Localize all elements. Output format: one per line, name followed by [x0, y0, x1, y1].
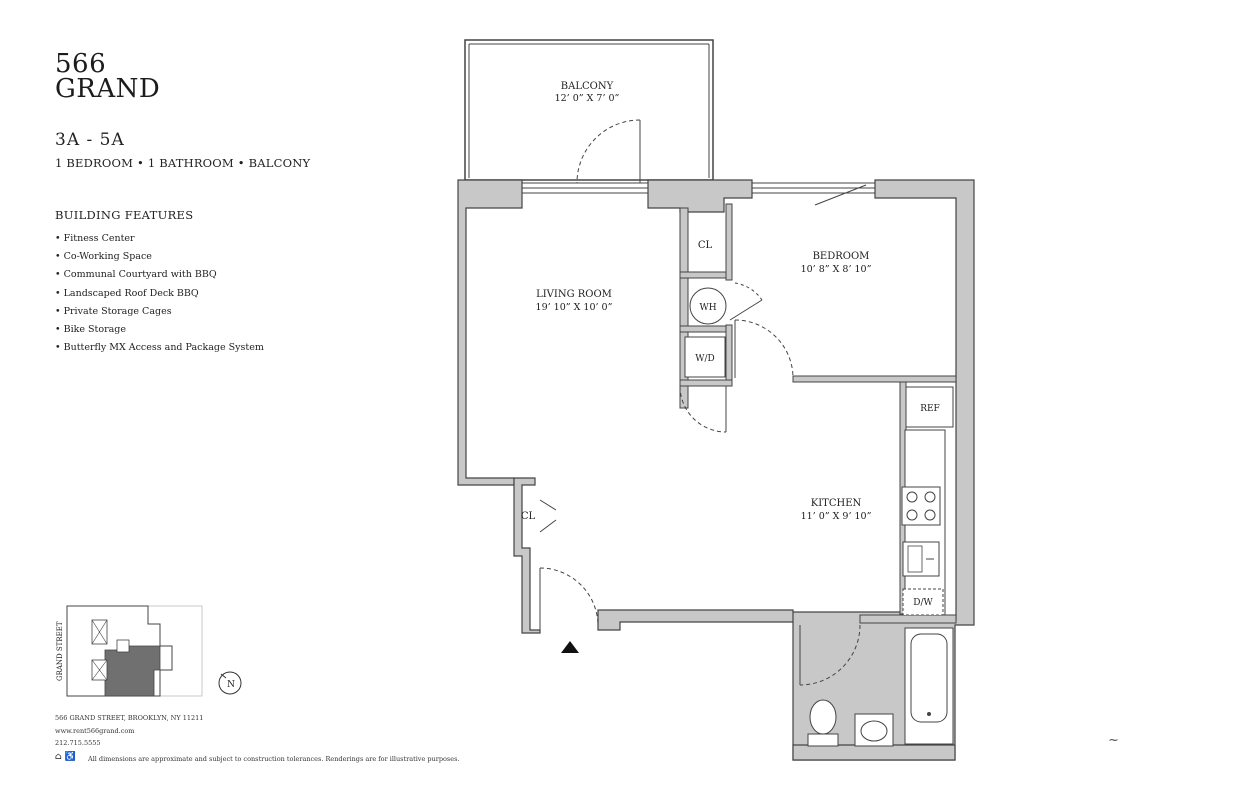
feature-item: • Fitness Center	[55, 233, 135, 244]
unit-summary: 1 BEDROOM • 1 BATHROOM • BALCONY	[55, 156, 311, 170]
entry-arrow-icon	[561, 641, 579, 653]
living-room-dims: 19’ 10” X 10’ 0”	[536, 302, 613, 313]
contact-block: 566 GRAND STREET, BROOKLYN, NY 11211 www…	[55, 712, 203, 750]
water-heater-label: WH	[699, 303, 716, 313]
feature-item: • Communal Courtyard with BBQ	[55, 269, 217, 281]
address: 566 GRAND STREET, BROOKLYN, NY 11211	[55, 714, 204, 722]
feature-item: • Bike Storage	[55, 324, 126, 336]
bathroom-sink	[854, 713, 894, 747]
dishwasher	[902, 588, 944, 616]
street-label: GRAND STREET	[56, 621, 64, 681]
exterior-walls	[457, 179, 975, 761]
north-arrow-icon	[218, 671, 242, 695]
kitchen-sink	[902, 541, 940, 577]
info-panel: 566 GRAND 3A - 5A 1 BEDROOM • 1 BATHROOM…	[55, 49, 415, 357]
bedroom-dims: 10’ 8” X 8’ 10”	[801, 264, 872, 275]
broker-logo-icon: ~	[1108, 733, 1119, 748]
dishwasher-label: D/W	[913, 598, 933, 608]
balcony-label: BALCONY	[561, 81, 614, 92]
phone: 212.715.5555	[55, 739, 101, 748]
kitchen-dims: 11’ 0” X 9’ 10”	[801, 511, 872, 522]
water-heater	[689, 287, 727, 325]
keyplan-unit	[104, 645, 161, 697]
balcony-dims: 12’ 0” X 7’ 0”	[555, 93, 620, 104]
washer-dryer-label: W/D	[695, 354, 715, 364]
north-label: N	[227, 680, 235, 690]
feature-item: • Landscaped Roof Deck BBQ	[55, 287, 199, 299]
doors	[539, 119, 867, 686]
feature-item: • Private Storage Cages	[55, 305, 172, 317]
stove	[901, 486, 941, 526]
refrigerator-label: REF	[920, 404, 940, 414]
features-list: • Fitness Center • Co-Working Space • Co…	[55, 230, 415, 357]
building-name: GRAND	[55, 74, 161, 104]
closet-label: CL	[698, 240, 713, 251]
key-plan	[66, 605, 203, 697]
interior-walls	[679, 203, 957, 624]
windows	[522, 182, 875, 194]
equal-housing-icon: ⌂ ♿	[55, 752, 76, 762]
closet-label: CL	[521, 511, 536, 522]
refrigerator	[905, 386, 954, 428]
unit-name: 3A - 5A	[55, 130, 125, 150]
feature-item: • Co-Working Space	[55, 251, 152, 263]
features-heading: BUILDING FEATURES	[55, 208, 194, 222]
toilet	[807, 699, 839, 747]
living-room-label: LIVING ROOM	[536, 289, 612, 300]
balcony-outline	[464, 39, 714, 181]
washer-dryer	[684, 336, 726, 378]
feature-item: • Butterfly MX Access and Package System	[55, 342, 264, 354]
bedroom-label: BEDROOM	[813, 251, 870, 262]
disclaimer: All dimensions are approximate and subje…	[88, 755, 460, 763]
website-link[interactable]: www.rent566grand.com	[55, 726, 135, 735]
bathtub	[904, 627, 954, 745]
building-number: 566	[55, 49, 107, 79]
kitchen-label: KITCHEN	[811, 498, 862, 509]
